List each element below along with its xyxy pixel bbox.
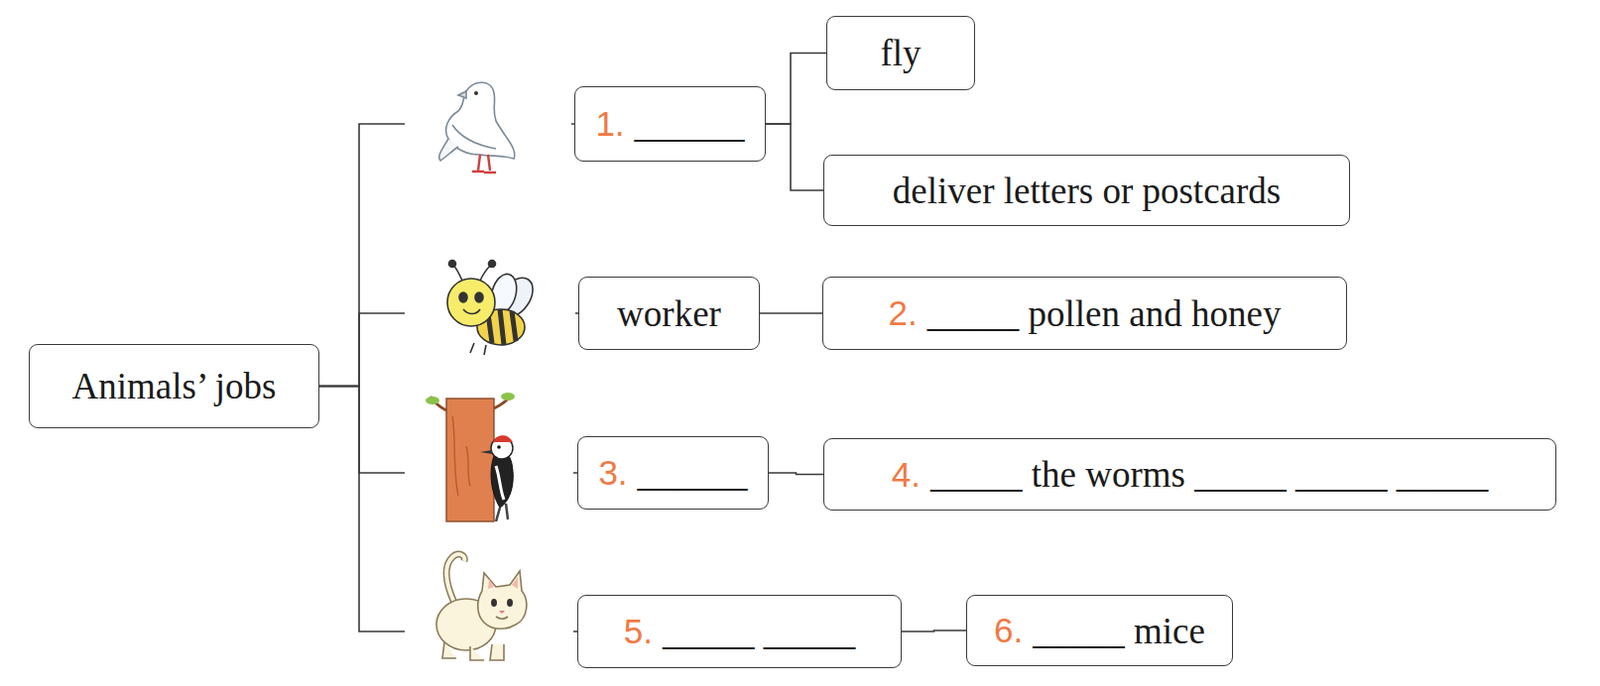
connector-line bbox=[901, 630, 967, 632]
connector-line bbox=[319, 386, 578, 633]
blank-box: 5._____ _____ bbox=[577, 595, 902, 669]
blank-box: 1.______ bbox=[574, 86, 766, 162]
callout-number: 3. bbox=[598, 453, 627, 493]
callout-number: 6. bbox=[993, 611, 1023, 651]
root-box: Animals’ jobs bbox=[28, 344, 320, 429]
bee-picture bbox=[447, 260, 540, 357]
box-text: deliver letters or postcards bbox=[892, 169, 1281, 213]
box-text: _____ mice bbox=[1032, 610, 1206, 653]
blank-box: 3.______ bbox=[577, 436, 769, 510]
box-text: _____ pollen and honey bbox=[927, 292, 1282, 336]
box-text: _____ the worms _____ _____ _____ bbox=[930, 453, 1488, 496]
box-text: fly bbox=[879, 31, 921, 75]
connector-line bbox=[768, 473, 824, 476]
connector-line bbox=[765, 53, 827, 125]
blank-box: 4._____ the worms _____ _____ _____ bbox=[823, 438, 1557, 511]
callout-number: 1. bbox=[595, 104, 624, 144]
woodpecker-picture bbox=[425, 392, 515, 522]
box-text: Animals’ jobs bbox=[72, 365, 277, 408]
callout-number: 5. bbox=[623, 612, 653, 652]
answer-box: deliver letters or postcards bbox=[823, 154, 1351, 227]
answer-box: fly bbox=[826, 15, 976, 91]
dove-picture bbox=[439, 82, 515, 173]
connector-line bbox=[765, 123, 824, 191]
connector-line bbox=[759, 312, 823, 315]
callout-number: 4. bbox=[891, 455, 921, 495]
blank-box: 6._____ mice bbox=[966, 595, 1233, 667]
blank-box: 2._____ pollen and honey bbox=[822, 276, 1348, 351]
connector-line bbox=[319, 123, 575, 387]
callout-number: 2. bbox=[888, 293, 918, 334]
box-text: ______ bbox=[637, 452, 748, 495]
box-text: ______ bbox=[634, 103, 745, 146]
cat-picture bbox=[436, 554, 527, 661]
box-text: worker bbox=[616, 292, 722, 336]
box-text: _____ _____ bbox=[662, 611, 856, 654]
answer-box: worker bbox=[578, 276, 760, 351]
